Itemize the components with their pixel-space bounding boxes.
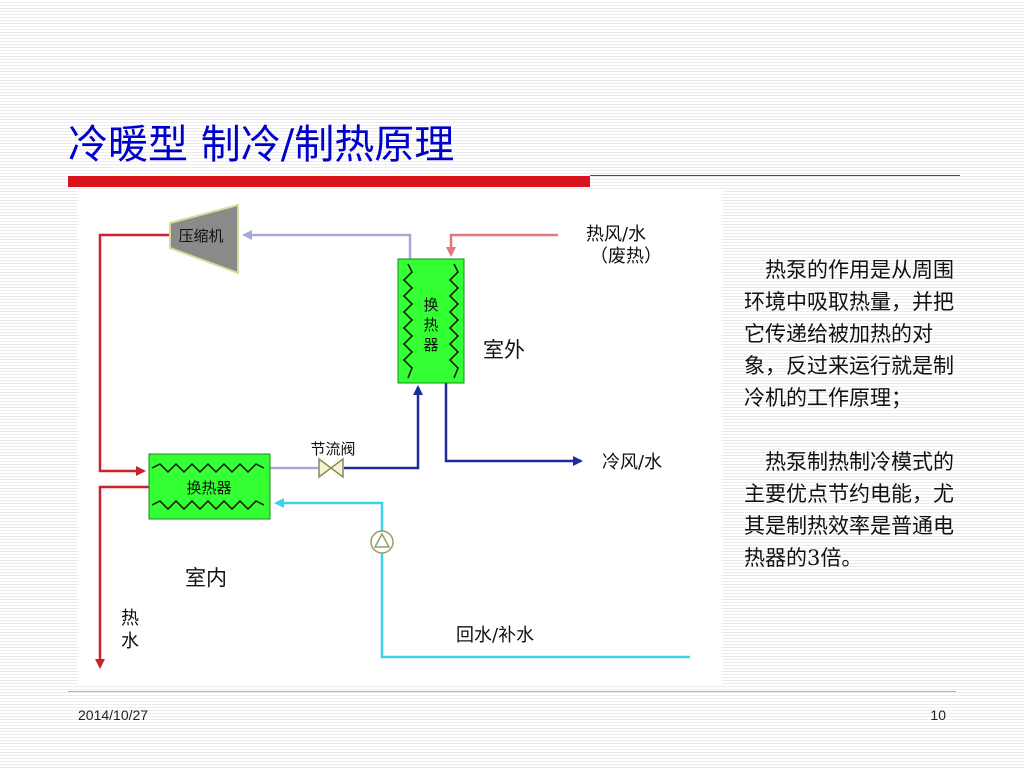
hot-water-char-2: 水 bbox=[121, 631, 139, 652]
outdoor-exchanger-char-2: 热 bbox=[423, 316, 438, 334]
hot-refrigerant-line bbox=[98, 233, 173, 476]
return-water-line bbox=[274, 498, 690, 659]
cold-air-out-line bbox=[444, 383, 583, 466]
compressor: 压缩机 bbox=[169, 203, 239, 275]
description-paragraph-1: 热泵的作用是从周围环境中吸取热量，并把它传递给被加热的对象，反过来运行就是制冷机… bbox=[744, 258, 954, 410]
indoor-heat-exchanger: 换热器 bbox=[148, 453, 271, 520]
hot-air-in-label: 热风/水 bbox=[586, 224, 646, 245]
cold-air-out-label: 冷风/水 bbox=[602, 452, 662, 473]
suction-line bbox=[242, 230, 412, 260]
hot-water-char-1: 热 bbox=[121, 608, 139, 629]
title-underline-bar bbox=[68, 176, 590, 187]
outdoor-exchanger-char-1: 换 bbox=[423, 296, 438, 314]
description-text: 热泵的作用是从周围环境中吸取热量，并把它传递给被加热的对象，反过来运行就是制冷机… bbox=[744, 254, 954, 574]
circulation-pump bbox=[370, 530, 394, 554]
outdoor-label: 室外 bbox=[483, 338, 525, 362]
footer-date: 2014/10/27 bbox=[78, 707, 149, 723]
return-water-label: 回水/补水 bbox=[456, 625, 534, 646]
slide-title: 冷暖型 制冷/制热原理 bbox=[68, 122, 455, 168]
outdoor-exchanger-char-3: 器 bbox=[423, 336, 438, 354]
hot-air-in-line bbox=[446, 233, 558, 257]
page-number: 10 bbox=[930, 707, 946, 723]
valve-to-outdoor-line bbox=[344, 385, 423, 470]
throttle-valve: 节流阀 bbox=[310, 440, 356, 479]
heat-pump-diagram-svg: 压缩机 换 热 器 换热器 节流阀 室外 室内 bbox=[95, 203, 690, 669]
footer-divider bbox=[68, 691, 956, 692]
indoor-label: 室内 bbox=[185, 566, 227, 590]
heat-pump-diagram: 压缩机 换 热 器 换热器 节流阀 室外 室内 bbox=[78, 190, 722, 686]
title-underline-thin bbox=[590, 175, 960, 176]
waste-heat-label: （废热） bbox=[590, 246, 662, 267]
throttle-valve-label: 节流阀 bbox=[310, 440, 355, 458]
outdoor-heat-exchanger: 换 热 器 bbox=[397, 258, 465, 384]
indoor-exchanger-label: 换热器 bbox=[186, 479, 231, 497]
description-paragraph-2: 热泵制热制冷模式的主要优点节约电能，尤其是制热效率是普通电热器的3倍。 bbox=[744, 450, 954, 570]
hot-water-line bbox=[95, 485, 172, 669]
compressor-label: 压缩机 bbox=[178, 227, 223, 245]
